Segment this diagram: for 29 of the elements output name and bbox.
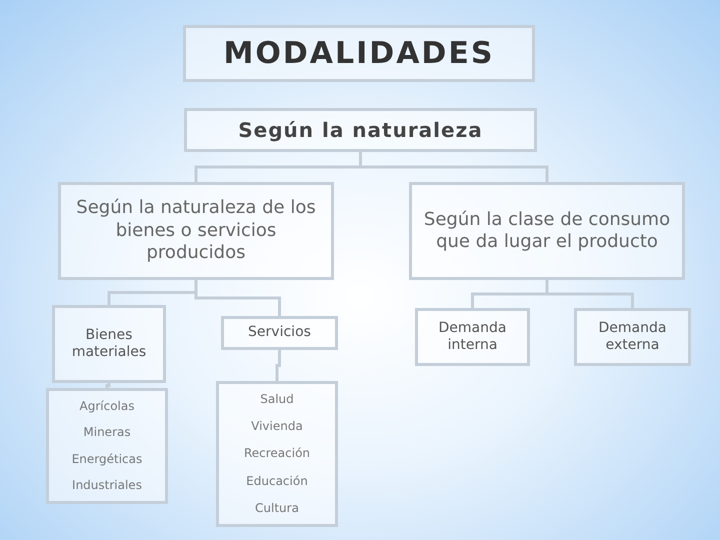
box-label: Según la naturaleza de los bienes o servicios producidos: [75, 197, 317, 265]
list-item: Salud: [260, 392, 294, 408]
box-label: Servicios: [248, 324, 311, 342]
category-box: [58, 182, 334, 280]
category-box: [52, 305, 166, 383]
list-item: Educación: [246, 474, 308, 489]
title-text: MODALIDADES: [224, 34, 494, 72]
list-item: Industriales: [72, 478, 142, 494]
category-box: [415, 308, 530, 366]
list-item: Mineras: [83, 425, 131, 440]
category-box: [409, 182, 685, 280]
list-item: Vivienda: [251, 419, 303, 434]
category-box: [184, 108, 537, 152]
list-item: Energéticas: [72, 452, 142, 467]
list-item: Recreación: [244, 446, 310, 462]
category-box: [221, 316, 338, 350]
connector-line: [106, 383, 110, 388]
box-label: Demanda interna: [438, 320, 508, 354]
category-box: [574, 308, 691, 366]
box-label: Según la naturaleza: [238, 118, 483, 142]
box-label: Según la clase de consumo que da lugar el producto: [422, 208, 672, 254]
list-box: [216, 381, 338, 527]
title-box: [183, 25, 535, 82]
box-label: Demanda externa: [598, 320, 668, 354]
connector-line: [276, 350, 281, 381]
box-label: Bienes materiales: [70, 326, 148, 362]
list-item: Agrícolas: [80, 398, 134, 414]
list-item: Cultura: [255, 500, 299, 516]
list-box: [46, 388, 168, 504]
